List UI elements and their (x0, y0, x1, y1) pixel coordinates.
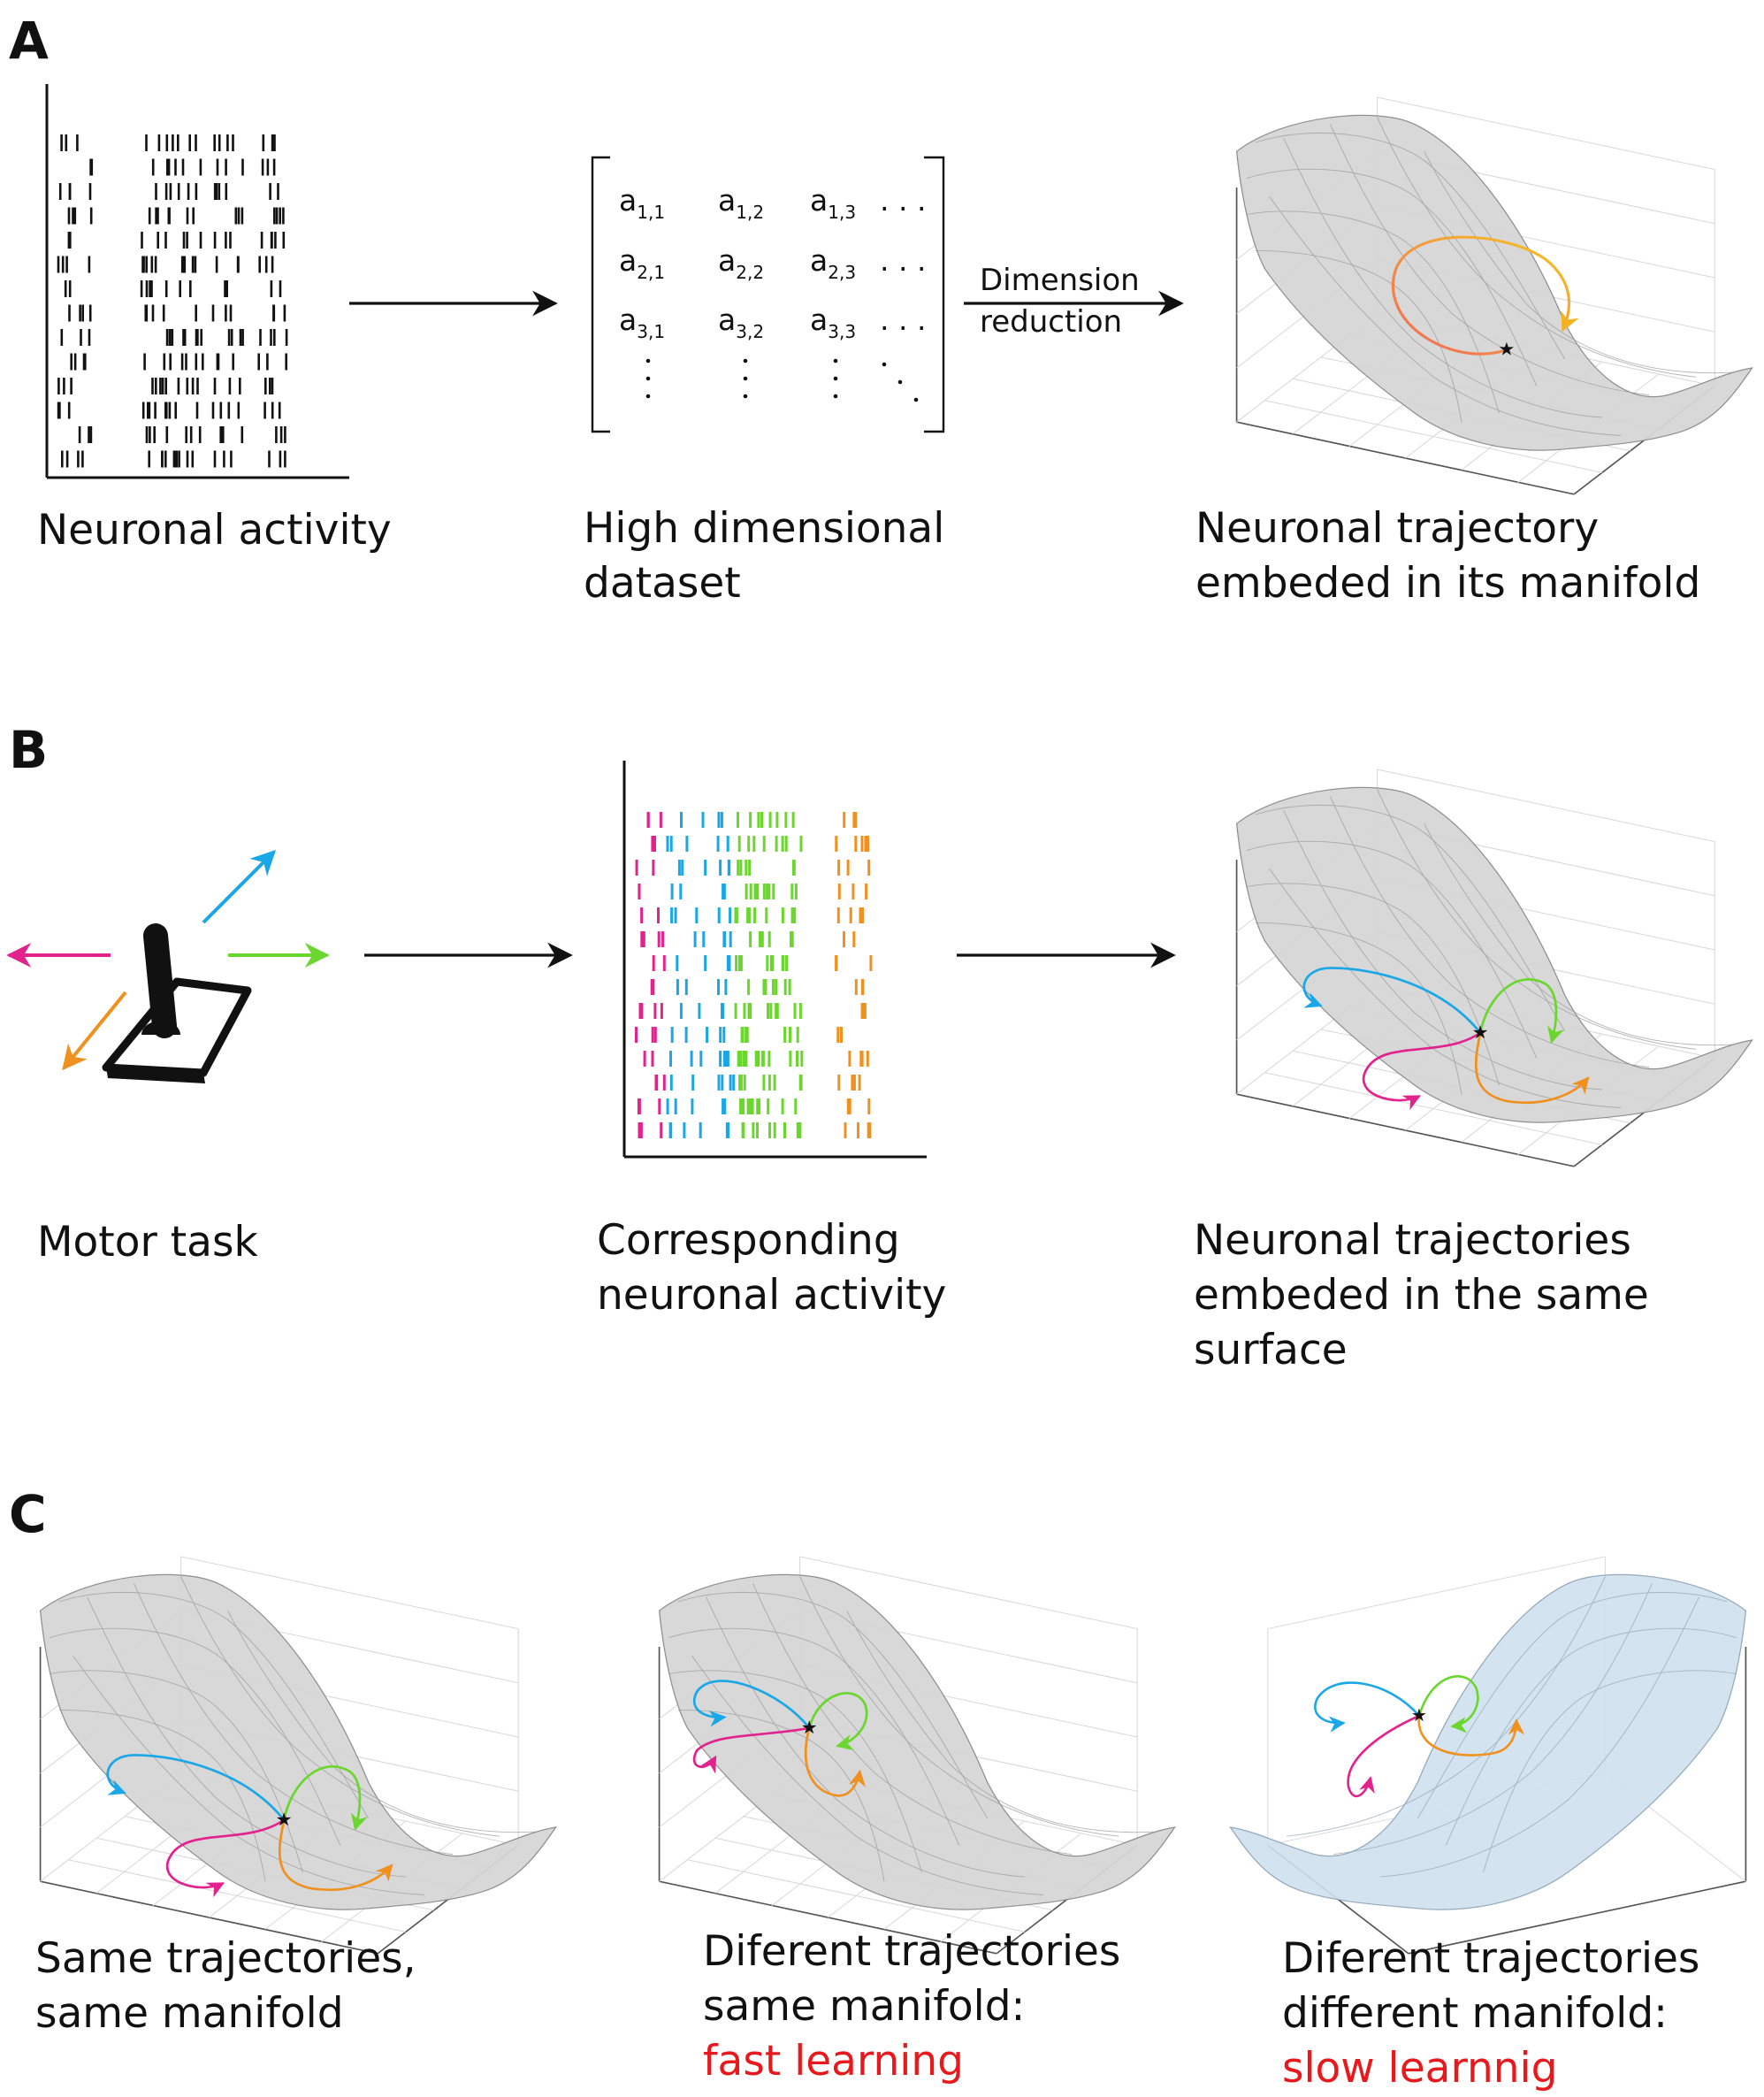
matrix-entry: a3,3 (810, 302, 856, 342)
matrix-entry: a1,2 (718, 183, 764, 223)
trajectory-down-left (1474, 1032, 1590, 1105)
matrix-entry: a1,3 (810, 183, 856, 223)
matrix-entry: a2,3 (810, 243, 856, 283)
matrix-entry: a1,1 (619, 183, 665, 223)
panel-a-matrix-ellipses: . . . . . . . . . (645, 183, 926, 402)
panel-a-manifold: ★ (1235, 96, 1753, 495)
trajectory-up-right (1302, 967, 1482, 1034)
panel-a-spike-raster (57, 134, 288, 468)
matrix-row-ellipsis-3: . . . (880, 302, 926, 337)
panel-a-raster-caption: Neuronal activity (37, 506, 392, 555)
panel-a-matrix-caption-line1: High dimensional (584, 504, 944, 553)
trajectory-left (1362, 1031, 1481, 1111)
panel-c-caption-3-highlight: slow learnnig (1282, 2044, 1557, 2093)
panel-c-caption-3-line1: Diferent trajectories (1282, 1934, 1699, 1983)
joystick-icon (102, 923, 252, 1083)
panel-a-manifold-caption-line1: Neuronal trajectory (1195, 504, 1599, 553)
panel-a-letter: A (9, 11, 49, 71)
svg-text:★: ★ (801, 1717, 818, 1738)
panel-c-caption-3-line2: different manifold: (1282, 1989, 1668, 2038)
svg-text:★: ★ (1411, 1704, 1427, 1726)
panel-b-raster-caption-line1: Corresponding (597, 1216, 900, 1265)
panel-c-caption-1-line2: same manifold (35, 1989, 344, 2038)
matrix-row-ellipsis-1: . . . (880, 183, 926, 218)
panel-b-manifold-caption-line2: embeded in the same (1194, 1271, 1649, 1320)
trajectory-right (1478, 978, 1564, 1044)
panel-c-caption-1-line1: Same trajectories, (35, 1934, 416, 1983)
panel-b-letter: B (9, 720, 48, 780)
matrix-entry: a3,2 (718, 302, 764, 342)
panel-c-caption-2-line1: Diferent trajectories (703, 1927, 1120, 1976)
trajectory-origin-star: ★ (1472, 1022, 1489, 1043)
matrix-entry: a2,2 (718, 243, 764, 283)
matrix-entry: a3,1 (619, 302, 665, 342)
panel-c-manifold-fast: ★ (658, 1556, 1176, 1955)
panel-a-manifold-caption-line2: embeded in its manifold (1195, 559, 1700, 608)
panel-c-caption-2-highlight: fast learning (703, 2037, 964, 2086)
panel-c-caption-2-line2: same manifold: (703, 1982, 1025, 2031)
panel-b-manifold-caption-line3: surface (1194, 1326, 1348, 1374)
svg-text:★: ★ (276, 1809, 293, 1830)
down-left-direction-arrow (62, 991, 127, 1071)
arrow-label-line2: reduction (980, 304, 1122, 340)
panel-a-trajectory (1391, 235, 1579, 356)
panel-b-raster-caption-line2: neuronal activity (597, 1271, 946, 1320)
panel-c-letter: C (9, 1484, 47, 1544)
panel-b-manifold-caption-line1: Neuronal trajectories (1194, 1216, 1631, 1265)
panel-a-raster-axes (45, 84, 349, 479)
panel-a-matrix-caption-line2: dataset (584, 559, 741, 608)
panel-c-manifold-same: ★ (39, 1556, 557, 1955)
panel-b-spike-raster (635, 812, 873, 1138)
panel-a-matrix-grid: a1,1 a1,2 a1,3 a2,1 a2,2 a2,3 a3,1 a3,2 a3,3 (619, 183, 856, 342)
up-right-direction-arrow (202, 850, 276, 924)
panel-b-raster-axes (622, 761, 927, 1159)
panel-a-matrix-brackets (591, 156, 945, 433)
matrix-row-ellipsis-2: . . . (880, 243, 926, 278)
trajectory-origin-star: ★ (1498, 339, 1515, 360)
panel-c-manifold-slow (1229, 1556, 1747, 1955)
panel-b-manifold: ★ (1235, 769, 1753, 1167)
arrow-label-line1: Dimension (980, 263, 1140, 298)
panel-b-task-caption: Motor task (37, 1218, 258, 1267)
panel-c-slow-trajectories: ★ (1314, 1675, 1525, 1798)
matrix-entry: a2,1 (619, 243, 665, 283)
